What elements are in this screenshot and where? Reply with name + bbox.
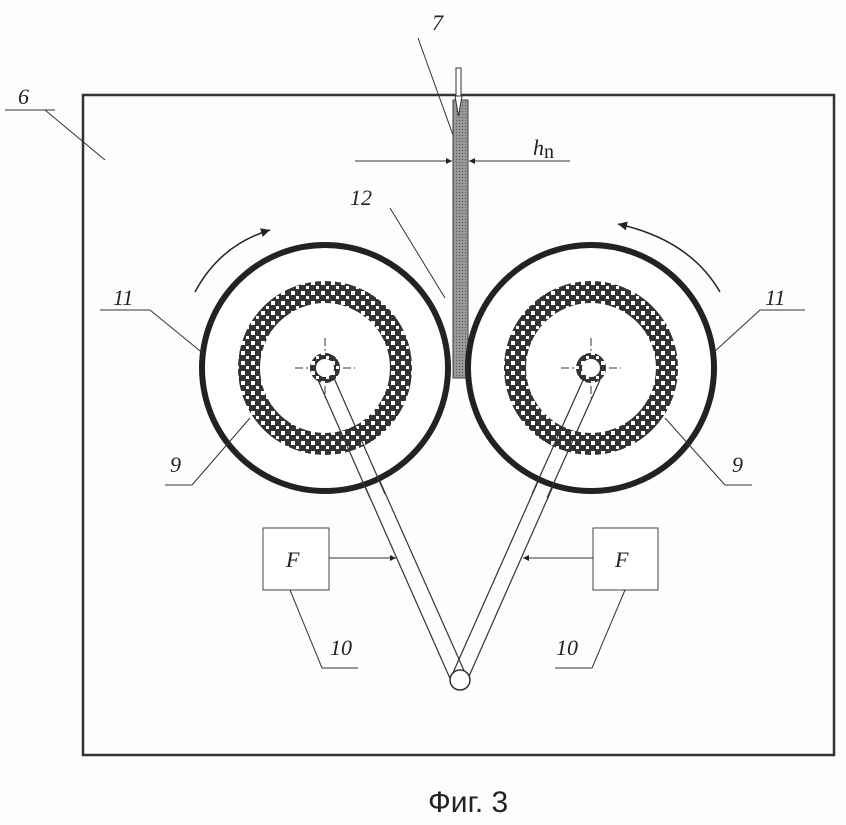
- force-label-right: F: [614, 547, 629, 572]
- label-force-unit-right: 10: [556, 635, 578, 660]
- strip: [453, 100, 468, 378]
- label-coil-left: 9: [170, 452, 181, 477]
- label-coil-right: 9: [732, 452, 743, 477]
- roller-right: [468, 245, 714, 491]
- label-roller-left: 11: [113, 285, 133, 310]
- label-strip: 12: [350, 185, 372, 210]
- label-force-unit-left: 10: [330, 635, 352, 660]
- roller-left: [202, 245, 448, 491]
- label-housing: 6: [18, 84, 29, 109]
- label-strip-feed: 7: [432, 10, 444, 35]
- label-roller-right: 11: [765, 285, 785, 310]
- figure-caption: Фиг. 3: [428, 786, 508, 819]
- dimension-label: hn: [533, 135, 554, 163]
- pivot: [450, 670, 470, 690]
- force-label-left: F: [285, 547, 300, 572]
